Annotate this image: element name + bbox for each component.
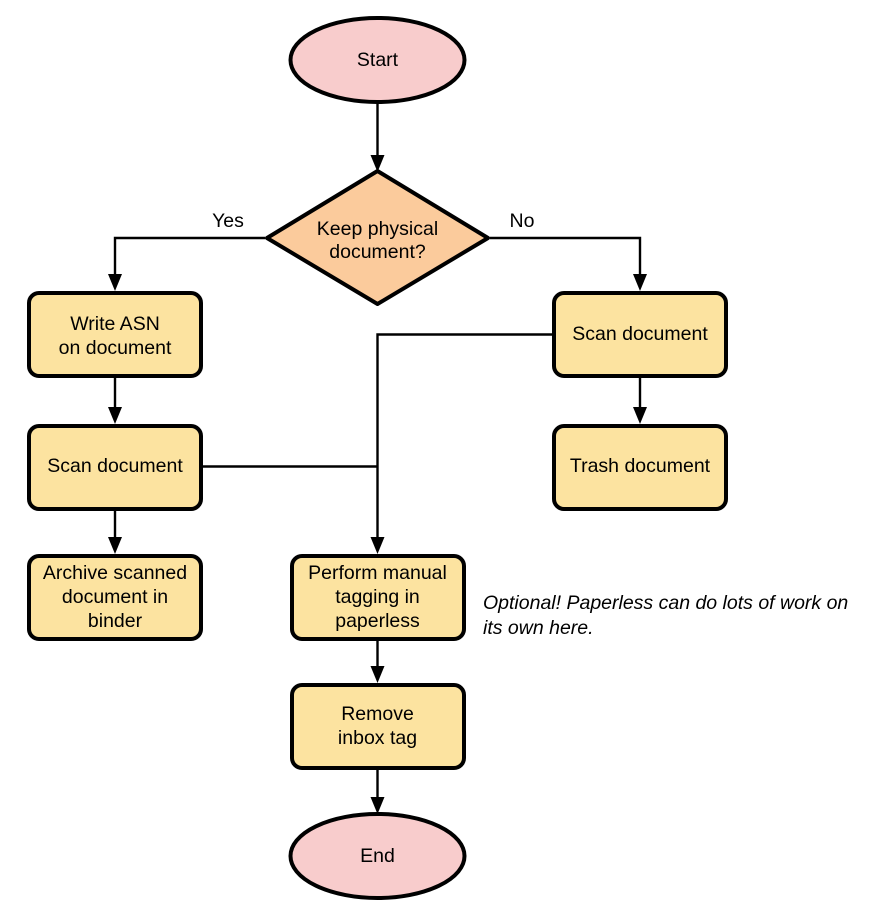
edge-label-layer: Yes No [212, 210, 535, 232]
tagging-label-line3: paperless [335, 610, 420, 632]
archive-label-line1: Archive scanned [43, 562, 187, 584]
scan-document-right-label: Scan document [572, 323, 708, 345]
annotation-optional-paperless: Optional! Paperless can do lots of work … [483, 592, 848, 639]
node-perform-manual-tagging[interactable]: Perform manual tagging in paperless [290, 554, 466, 641]
write-asn-label-line2: on document [59, 337, 172, 359]
tagging-box-shape [290, 554, 466, 641]
edge-label-no: No [510, 210, 535, 232]
edge-label-yes: Yes [212, 210, 244, 232]
node-archive-scanned-document[interactable]: Archive scanned document in binder [27, 554, 203, 641]
end-ellipse-shape [288, 812, 467, 900]
trash-document-label: Trash document [570, 455, 711, 477]
archive-label-line3: binder [88, 610, 143, 632]
edge-remove-tag-to-end [370, 770, 385, 814]
decision-diamond-shape [265, 169, 490, 306]
node-scan-document-left[interactable]: Scan document [27, 424, 203, 511]
edge-decision-yes-to-write-asn [108, 236, 265, 291]
remove-inbox-tag-label-line2: inbox tag [338, 727, 417, 749]
start-ellipse-shape [288, 16, 467, 104]
archive-box-shape [27, 554, 203, 641]
remove-inbox-tag-box-shape [290, 683, 466, 770]
edge-scan-left-to-archive [108, 511, 122, 554]
trash-document-box-shape [552, 424, 728, 511]
edge-scan-right-to-tagging [370, 333, 552, 554]
end-label: End [360, 845, 395, 867]
write-asn-box-shape [27, 291, 203, 378]
start-label: Start [357, 49, 399, 71]
decision-label-line2: document? [329, 241, 426, 263]
edge-start-to-decision [370, 103, 385, 172]
write-asn-label-line1: Write ASN [70, 313, 160, 335]
annotation-line1: Optional! Paperless can do lots of work … [483, 592, 848, 614]
edge-tagging-to-remove-tag [370, 641, 385, 683]
node-remove-inbox-tag[interactable]: Remove inbox tag [290, 683, 466, 770]
annotation-line2: its own here. [483, 617, 594, 639]
scan-document-left-box-shape [27, 424, 203, 511]
node-decision-keep-physical-document[interactable]: Keep physical document? [265, 169, 490, 306]
remove-inbox-tag-label-line1: Remove [341, 703, 414, 725]
edge-write-asn-to-scan-left [108, 378, 122, 424]
tagging-label-line1: Perform manual [308, 562, 447, 584]
node-write-asn[interactable]: Write ASN on document [27, 291, 203, 378]
node-start[interactable]: Start [288, 16, 467, 104]
node-scan-document-right[interactable]: Scan document [552, 291, 728, 378]
node-trash-document[interactable]: Trash document [552, 424, 728, 511]
archive-label-line2: document in [62, 586, 168, 608]
node-end[interactable]: End [288, 812, 467, 900]
decision-label-line1: Keep physical [317, 218, 438, 240]
edge-layer [108, 103, 647, 814]
scan-document-right-box-shape [552, 291, 728, 378]
scan-document-left-label: Scan document [47, 455, 183, 477]
tagging-label-line2: tagging in [335, 586, 420, 608]
edge-scan-right-to-trash [633, 378, 647, 424]
edge-decision-no-to-scan-right [490, 236, 647, 291]
